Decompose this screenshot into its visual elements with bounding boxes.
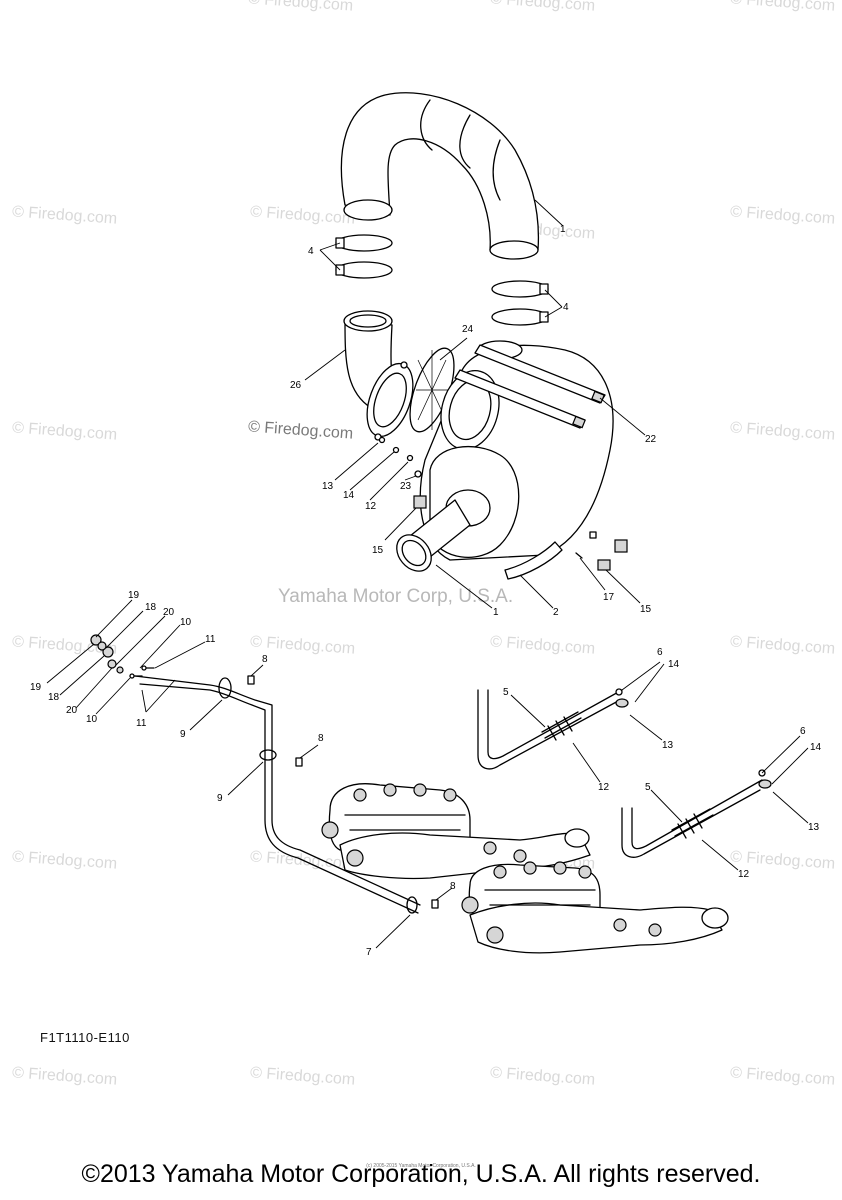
leader-lines (46, 199, 809, 949)
label-7: 7 (366, 947, 372, 958)
label-14-lower: 14 (810, 742, 822, 753)
label-10-top: 10 (180, 617, 192, 628)
label-20-bottom: 20 (66, 705, 78, 716)
label-11-bottom: 11 (136, 718, 147, 729)
label-1: 1 (493, 607, 499, 618)
label-6-lower: 6 (800, 726, 806, 737)
hose-clamps-right-part-4 (491, 280, 549, 326)
label-24: 24 (462, 324, 474, 335)
label-8-bottom: 8 (450, 881, 456, 892)
label-3: 1 (560, 224, 566, 235)
label-12-upper: 12 (598, 782, 610, 793)
label-6-upper: 6 (657, 647, 663, 658)
small-credit: (c) 2005-2015 Yamaha Motor Corporation, … (366, 1163, 476, 1169)
elbow-pipe-part-26 (343, 310, 414, 441)
label-9-bottom: 9 (217, 793, 223, 804)
label-5-lower: 5 (645, 782, 651, 793)
label-4-right: 4 (563, 302, 569, 313)
label-8-mid: 8 (318, 733, 324, 744)
exhaust-manifold-lower (461, 861, 729, 954)
label-5-upper: 5 (503, 687, 509, 698)
label-4-left: 4 (308, 246, 314, 257)
label-13-upper: 13 (662, 740, 674, 751)
label-9-top: 9 (180, 729, 186, 740)
label-25: 23 (400, 481, 412, 492)
label-18-bottom: 18 (48, 692, 60, 703)
copyright-notice: ©2013 Yamaha Motor Corporation, U.S.A. A… (81, 1160, 761, 1188)
hose-routing-part-9 (134, 675, 439, 914)
label-22: 13 (322, 481, 334, 492)
manufacturer-credit: Yamaha Motor Corp, U.S.A. (278, 586, 514, 607)
exhaust-manifold-upper (321, 783, 591, 880)
label-16: 17 (603, 592, 615, 603)
label-17: 22 (645, 434, 657, 445)
label-26: 26 (290, 380, 302, 391)
drain-pipe-upper-part-5 (477, 688, 629, 770)
label-13-lower: 13 (808, 822, 820, 833)
intake-duct-part-3 (340, 92, 540, 260)
label-21: 12 (365, 501, 377, 512)
label-23: 14 (343, 490, 355, 501)
label-19-top: 19 (128, 590, 140, 601)
label-20-top: 20 (163, 607, 175, 618)
label-2: 2 (553, 607, 559, 618)
straps-part-17 (454, 344, 606, 429)
label-15-right: 15 (640, 604, 652, 615)
drain-pipe-lower-part-5 (621, 769, 772, 858)
label-8-top: 8 (262, 654, 268, 665)
part-labels: 1 4 4 24 26 22 13 14 23 12 15 1 2 17 15 … (30, 224, 822, 958)
label-11-top: 11 (205, 634, 216, 645)
label-19-bottom: 19 (30, 682, 42, 693)
hose-clamps-left-part-4 (335, 234, 393, 279)
diagram-code: F1T1110-E110 (40, 1030, 130, 1045)
label-15-left: 15 (372, 545, 384, 556)
small-hardware (378, 436, 628, 571)
label-10-bottom: 10 (86, 714, 98, 725)
fittings-stack (90, 634, 155, 679)
label-12-lower: 12 (738, 869, 750, 880)
label-14-upper: 14 (668, 659, 680, 670)
label-18-top: 18 (145, 602, 157, 613)
